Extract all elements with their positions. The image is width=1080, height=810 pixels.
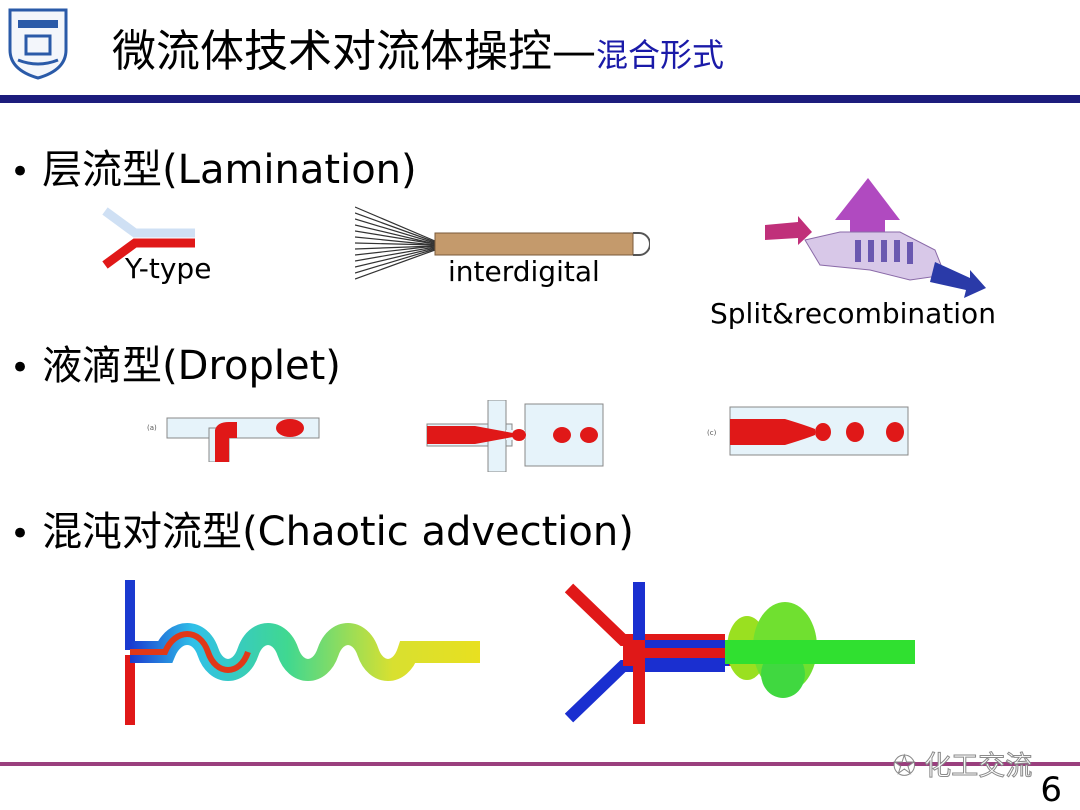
droplet-coflow-diagram: (c)	[707, 406, 909, 456]
label-y-type: Y-type	[125, 252, 212, 285]
split-recombination-diagram	[765, 178, 986, 298]
university-logo	[8, 8, 68, 80]
label-interdigital: interdigital	[448, 255, 600, 288]
svg-text:(c): (c)	[707, 429, 717, 437]
slide-title: 微流体技术对流体操控—混合形式	[112, 26, 725, 77]
interdigital-diagram	[355, 206, 650, 280]
bullet-chaotic-advection: •混沌对流型(Chaotic advection)	[10, 509, 634, 555]
label-split-recombination: Split&recombination	[710, 297, 996, 330]
slide-subtitle: 混合形式	[596, 36, 725, 74]
wechat-icon: ✪	[893, 751, 917, 783]
page-number: 6	[1040, 770, 1062, 810]
chaotic-serpentine-mixer-diagram	[125, 580, 480, 725]
title-divider	[0, 95, 1080, 103]
chaotic-vortex-mixer-diagram	[565, 582, 915, 724]
bullet-lamination: •层流型(Lamination)	[10, 147, 417, 193]
droplet-flow-focusing-diagram	[426, 400, 604, 472]
svg-text:(a): (a)	[147, 424, 157, 432]
droplet-t-junction-diagram: (a)	[147, 417, 320, 462]
footer-divider	[0, 762, 1080, 766]
watermark: ✪ 化工交流	[893, 751, 1033, 783]
y-type-diagram	[102, 207, 195, 269]
bullet-droplet: •液滴型(Droplet)	[10, 343, 341, 389]
